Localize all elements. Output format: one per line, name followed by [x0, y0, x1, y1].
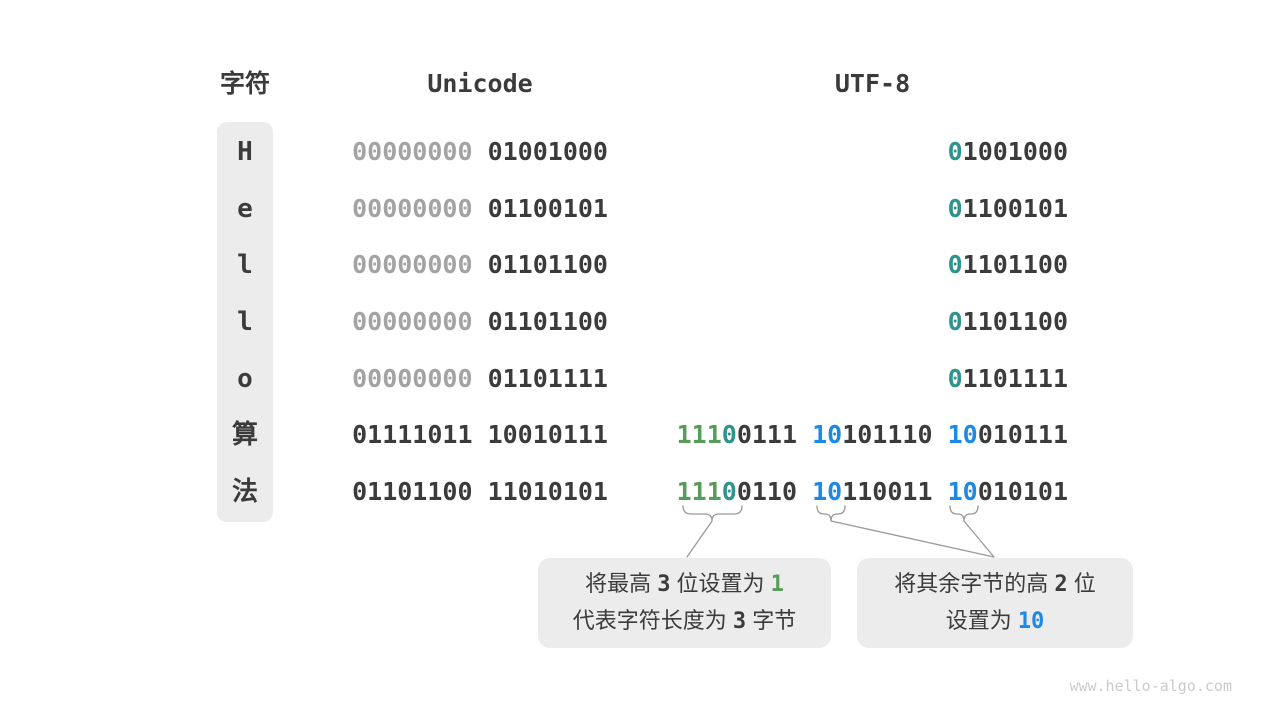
bit-group: 101110	[842, 420, 933, 449]
connector-line-second-byte	[830, 520, 995, 558]
bit-group: 11010101	[487, 477, 608, 506]
bit-group: 01100101	[487, 194, 608, 223]
connector-line-third-byte	[963, 520, 995, 558]
utf8-bits: 01101100	[600, 247, 1068, 283]
callout-line: 将其余字节的高 2 位	[857, 566, 1133, 603]
callout-text: 位设置为	[670, 571, 771, 596]
bit-group: 0	[947, 250, 963, 279]
callout-text: 将最高	[585, 571, 658, 596]
bit-group: 1101100	[962, 307, 1068, 336]
bit-group: 0	[947, 137, 963, 166]
character-label: e	[237, 194, 253, 224]
bit-group: 010111	[977, 420, 1068, 449]
bit-group: 00000000	[352, 137, 473, 166]
bit-group: 010101	[977, 477, 1068, 506]
bit-group: 0	[947, 194, 963, 223]
highlighted-bits-text: 10	[1017, 609, 1045, 634]
character-label: H	[237, 137, 253, 167]
highlighted-bits-text: 1	[770, 572, 784, 597]
character-label: 法	[231, 477, 258, 507]
callout-text: 将其余字节的高	[894, 571, 1055, 596]
bit-group: 01101100	[352, 477, 473, 506]
character-column-background	[217, 122, 273, 522]
bit-group: 0111	[736, 420, 798, 449]
bit-group: 01101100	[487, 250, 608, 279]
callout-high-bits-rule: 将最高 3 位设置为 1 代表字符长度为 3 字节	[538, 558, 831, 648]
callout-text: 字节	[746, 608, 797, 633]
bit-group: 01111011	[352, 420, 473, 449]
bit-group: 0	[947, 307, 963, 336]
utf8-bits: 11100111 10101110 10010111	[600, 417, 1068, 453]
callout-text: 3	[657, 572, 671, 597]
bit-group: 00000000	[352, 364, 473, 393]
unicode-bits: 00000000 01101100	[300, 247, 608, 283]
bit-group: 01101111	[487, 364, 608, 393]
connector-line-first-byte	[686, 520, 713, 558]
bit-group: 1101111	[962, 364, 1068, 393]
callout-text: 设置为	[945, 608, 1018, 633]
bit-group: 10	[947, 420, 978, 449]
bit-group: 0	[721, 477, 737, 506]
unicode-bits: 01111011 10010111	[300, 417, 608, 453]
utf8-bits: 01101100	[600, 304, 1068, 340]
watermark: www.hello-algo.com	[1069, 677, 1232, 695]
bit-group: 111	[676, 420, 722, 449]
bit-group: 10010111	[487, 420, 608, 449]
character-label: 算	[231, 420, 258, 450]
callout-text: 3	[732, 609, 747, 634]
bit-group: 00000000	[352, 250, 473, 279]
bit-group: 111	[676, 477, 722, 506]
bit-group: 0	[721, 420, 737, 449]
column-header-unicode: Unicode	[427, 69, 533, 98]
callout-line: 设置为 10	[857, 603, 1133, 640]
callout-continuation-bits-rule: 将其余字节的高 2 位 设置为 10	[857, 558, 1133, 648]
character-label: l	[237, 307, 253, 337]
unicode-bits: 00000000 01101100	[300, 304, 608, 340]
callout-text: 位	[1067, 571, 1096, 596]
unicode-bits: 00000000 01001000	[300, 134, 608, 170]
bit-group: 10	[812, 477, 843, 506]
character-label: o	[237, 364, 253, 394]
bit-group: 00000000	[352, 307, 473, 336]
utf8-bits: 01101111	[600, 361, 1068, 397]
bit-group: 00000000	[352, 194, 473, 223]
bit-group: 10	[947, 477, 978, 506]
column-header-char: 字符	[219, 70, 270, 98]
bit-group: 1100101	[962, 194, 1068, 223]
unicode-bits: 01101100 11010101	[300, 474, 608, 510]
callout-line: 代表字符长度为 3 字节	[538, 603, 831, 640]
callout-text: 2	[1054, 572, 1068, 597]
character-label: l	[237, 250, 253, 280]
unicode-bits: 00000000 01100101	[300, 191, 608, 227]
bit-group: 0	[947, 364, 963, 393]
utf8-bits: 01100101	[600, 191, 1068, 227]
bit-group: 01001000	[487, 137, 608, 166]
bit-group: 1001000	[962, 137, 1068, 166]
unicode-bits: 00000000 01101111	[300, 361, 608, 397]
utf8-bits: 11100110 10110011 10010101	[600, 474, 1068, 510]
callout-text: 代表字符长度为	[572, 608, 733, 633]
callout-line: 将最高 3 位设置为 1	[538, 566, 831, 603]
bit-group: 01101100	[487, 307, 608, 336]
utf8-bits: 01001000	[600, 134, 1068, 170]
bit-group: 110011	[842, 477, 933, 506]
bit-group: 1101100	[962, 250, 1068, 279]
bit-group: 10	[812, 420, 843, 449]
bit-group: 0110	[736, 477, 798, 506]
column-header-utf8: UTF-8	[834, 69, 911, 98]
